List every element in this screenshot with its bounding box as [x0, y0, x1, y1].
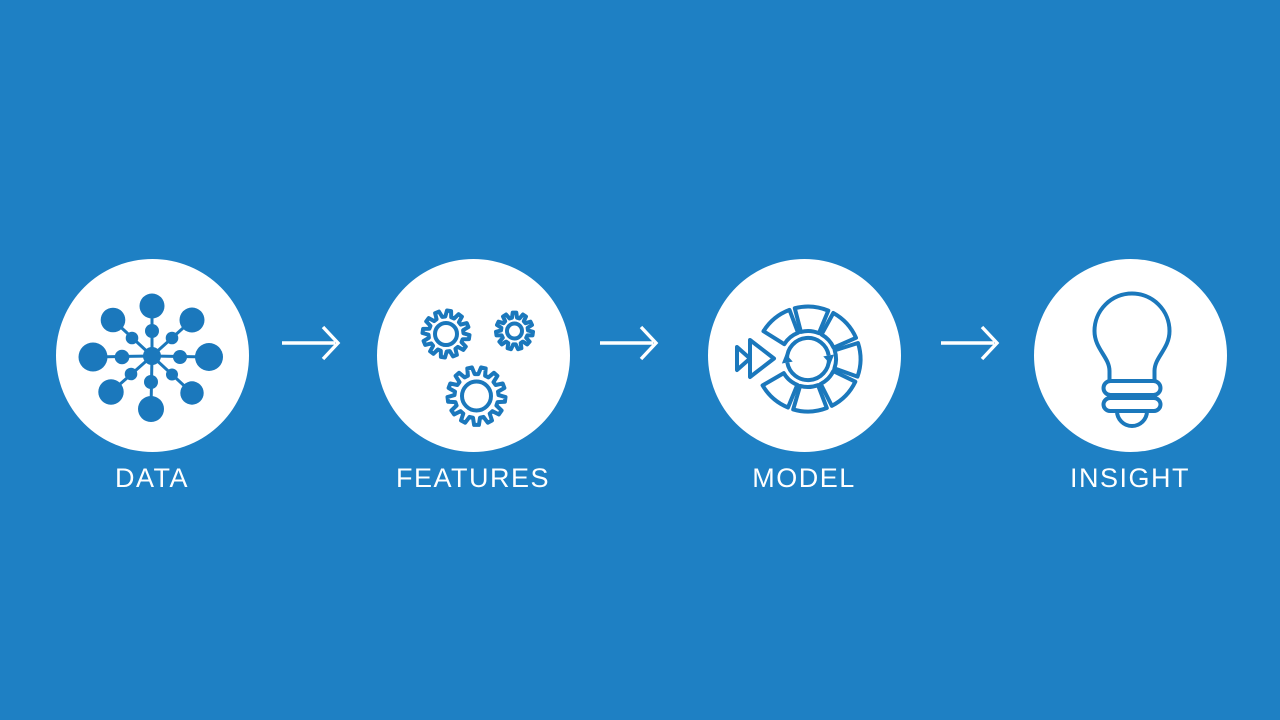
- data-network-icon: [78, 293, 223, 422]
- lightbulb-icon: [1092, 291, 1172, 428]
- step-label: FEATURES: [395, 463, 550, 493]
- step-label: MODEL: [752, 463, 856, 493]
- arrow-right-icon: [941, 325, 1000, 361]
- arrow-right-icon: [282, 325, 341, 361]
- step-model-circle: [707, 259, 901, 452]
- step-label: DATA: [114, 463, 189, 493]
- step-insight-circle: [1033, 259, 1227, 452]
- step-features-circle: [376, 259, 570, 452]
- step-model: MODEL: [704, 259, 904, 493]
- gears-icon: [420, 308, 535, 427]
- step-label: INSIGHT: [1069, 463, 1190, 493]
- arrow-right-icon: [600, 325, 659, 361]
- step-insight: INSIGHT: [1030, 259, 1230, 493]
- step-data-circle: [55, 259, 249, 452]
- step-features: FEATURES: [373, 259, 573, 493]
- model-cycle-icon: [735, 304, 863, 413]
- step-data: DATA: [52, 259, 252, 493]
